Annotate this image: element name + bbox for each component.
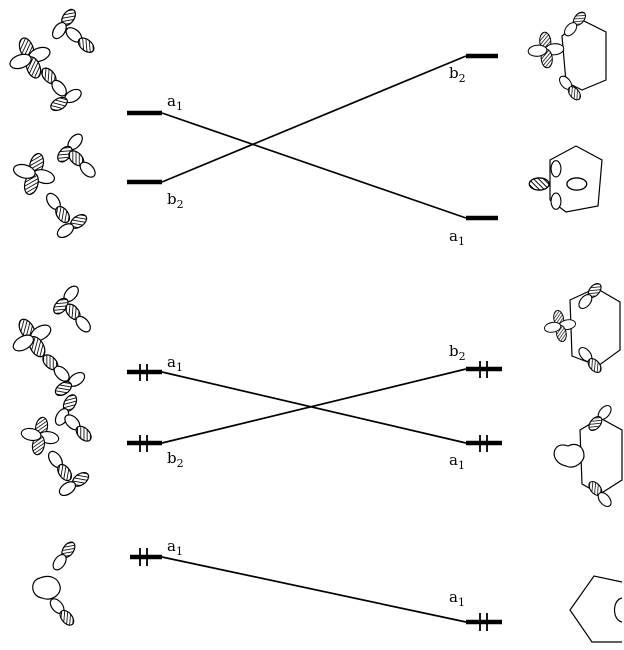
middle-right-orbital-b2 [541,281,621,375]
electron-pair-bottom-left-a1 [139,548,148,566]
correlation-bottom-a1 [161,556,467,623]
top-left-orbital-b2 [3,131,97,240]
label-middle-right-a1: a1 [449,451,465,472]
label-bottom-right-a1: a1 [449,588,465,609]
label-middle-left-a1: a1 [167,353,183,374]
label-top-left-a1: a1 [167,92,183,113]
correlation-middle-b2 [161,368,467,444]
electron-pair-middle-left-a1 [139,364,148,381]
electron-pair-bottom-right-a1 [479,613,488,631]
top-right-orbital-b2 [523,10,607,102]
middle-right-orbital-a1 [553,403,623,509]
bottom-left-orbital-a1 [32,540,78,628]
label-middle-right-b2: b2 [449,342,466,363]
label-middle-left-b2: b2 [167,449,184,470]
bottom-right-ring [569,575,623,643]
label-bottom-left-a1: a1 [167,537,183,558]
middle-left-orbital-a1 [7,283,94,398]
correlation-middle-a1 [161,371,467,444]
label-top-right-a1: a1 [449,227,465,248]
label-top-right-b2: b2 [449,64,466,85]
electron-pair-middle-left-b2 [139,435,148,452]
top-left-orbital-a1 [8,7,97,113]
label-top-left-b2: b2 [167,190,184,211]
top-right-orbital-a1 [528,145,603,213]
electron-pair-middle-right-a1 [479,435,488,452]
middle-left-orbital-b2 [13,393,94,499]
correlation-top-b2 [161,55,467,183]
electron-pair-middle-right-b2 [479,361,488,378]
correlation-top-a1 [161,112,467,219]
